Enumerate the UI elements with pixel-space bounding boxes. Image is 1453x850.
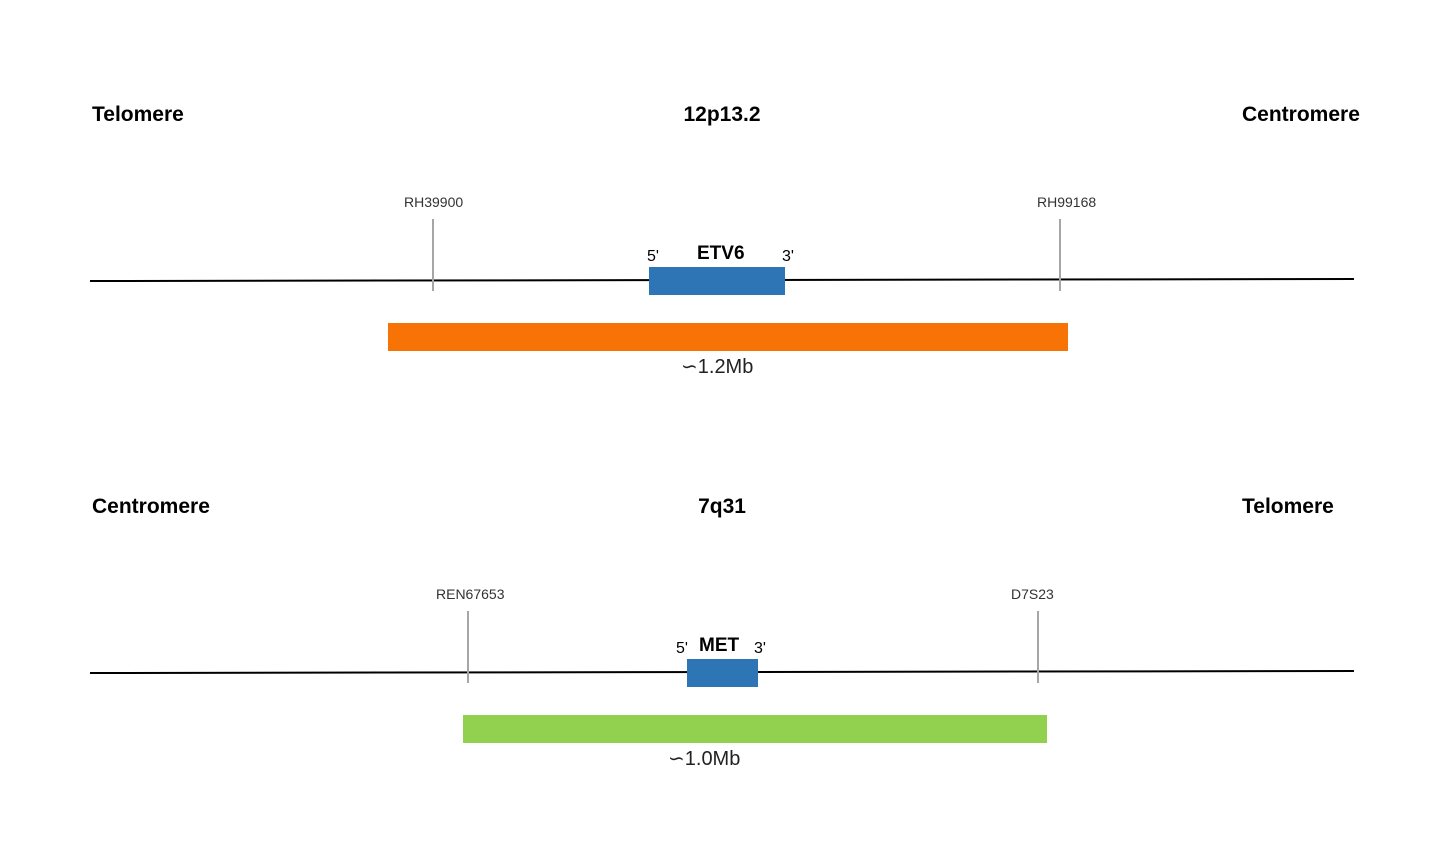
gene-box [649,267,785,295]
right-marker-tick [1059,219,1061,291]
chromosome-band-label: 12p13.2 [683,103,761,126]
left-end-label: Telomere [92,103,184,126]
met-probe-map: Centromere 7q31 Telomere REN67653 D7S23 … [0,392,1453,812]
right-marker-label: RH99168 [1037,194,1097,210]
left-marker-label: REN67653 [436,586,505,602]
right-end-label: Telomere [1242,495,1334,518]
gene-box [687,659,758,687]
right-marker-label: D7S23 [1011,586,1054,602]
three-prime-label: 3' [754,640,766,657]
five-prime-label: 5' [647,248,659,265]
left-marker-tick [432,219,434,291]
left-end-label: Centromere [92,495,210,518]
gene-name: ETV6 [697,243,745,264]
probe-size-label: ∽1.0Mb [668,748,741,770]
etv6-probe-map: Telomere 12p13.2 Centromere RH39900 RH99… [0,0,1453,420]
probe-bar [388,323,1068,351]
right-marker-tick [1037,611,1039,683]
right-end-label: Centromere [1242,103,1360,126]
gene-name: MET [699,635,740,656]
left-marker-tick [467,611,469,683]
three-prime-label: 3' [782,248,794,265]
probe-size-label: ∽1.2Mb [681,356,754,378]
probe-bar [463,715,1047,743]
left-marker-label: RH39900 [404,194,464,210]
five-prime-label: 5' [676,640,688,657]
chromosome-band-label: 7q31 [698,495,746,518]
